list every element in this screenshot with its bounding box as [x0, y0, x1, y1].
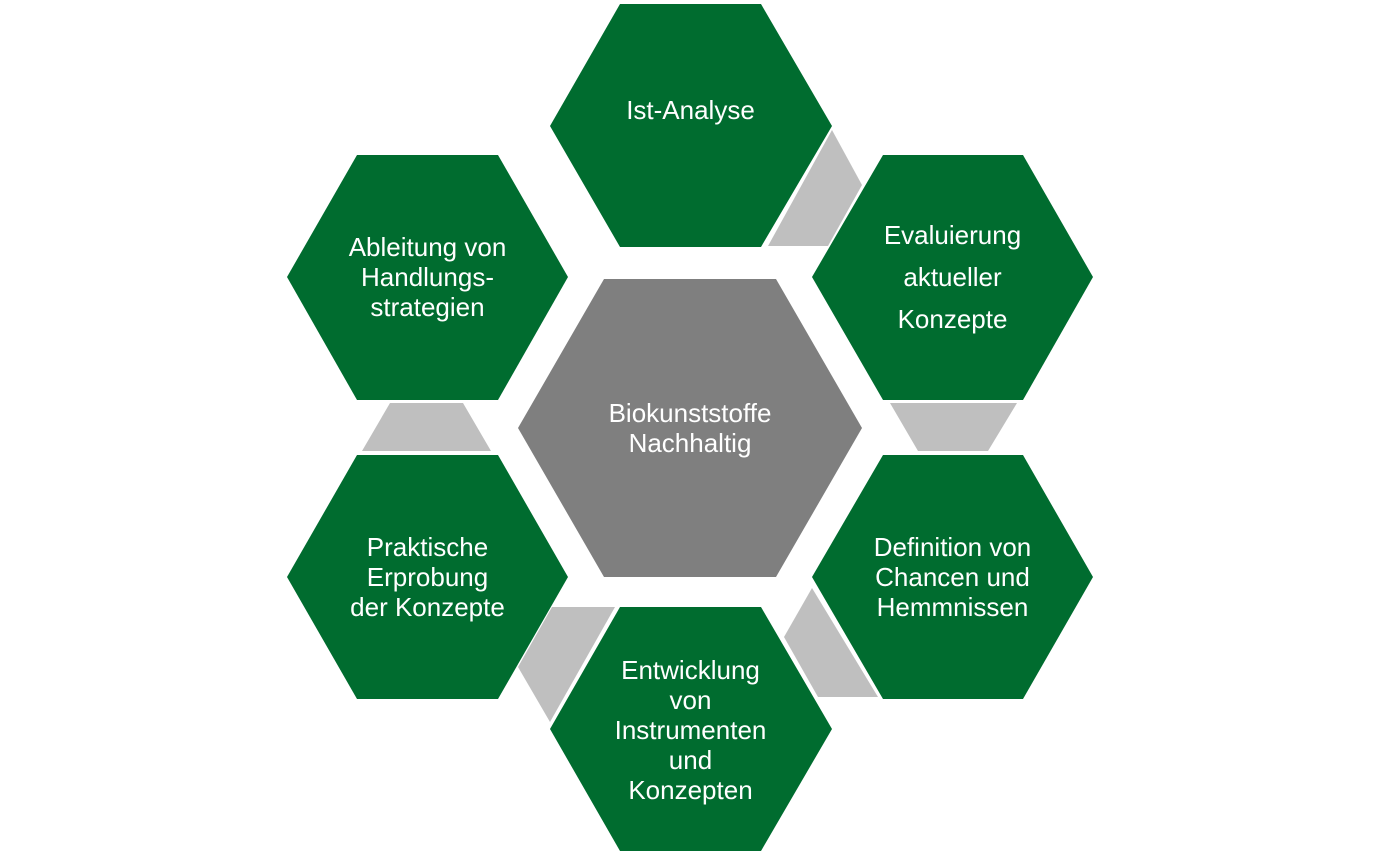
hexagon-entwicklung	[550, 607, 832, 851]
step-label-ist-analyse: Ist-Analyse	[626, 95, 755, 125]
step-label-erprobung: Praktische Erprobung der Konzepte	[350, 532, 505, 622]
step-label-entwicklung: Entwicklung von Instrumenten und Konzept…	[614, 655, 767, 805]
hexagon-erprobung	[287, 455, 568, 699]
hexagon-definition	[812, 455, 1093, 699]
hexagon-ist-analyse	[550, 4, 832, 247]
step-label-evaluierung: Evaluierung aktueller Konzepte	[883, 220, 1022, 334]
connector-5-6	[362, 403, 491, 451]
connector-4-5	[518, 607, 615, 722]
step-label-ableitung: Ableitung von Handlungs- strategien	[348, 232, 507, 322]
step-label-definition: Definition von Chancen und Hemmnissen	[873, 532, 1032, 622]
center-label: Biokunststoffe Nachhaltig	[608, 398, 772, 458]
center-hexagon	[518, 279, 862, 577]
connector-2-3	[890, 403, 1017, 451]
hexagon-ableitung	[287, 155, 568, 400]
hexagon-evaluierung	[812, 155, 1093, 400]
connector-3-4	[784, 588, 878, 697]
connector-1-2	[768, 130, 862, 246]
